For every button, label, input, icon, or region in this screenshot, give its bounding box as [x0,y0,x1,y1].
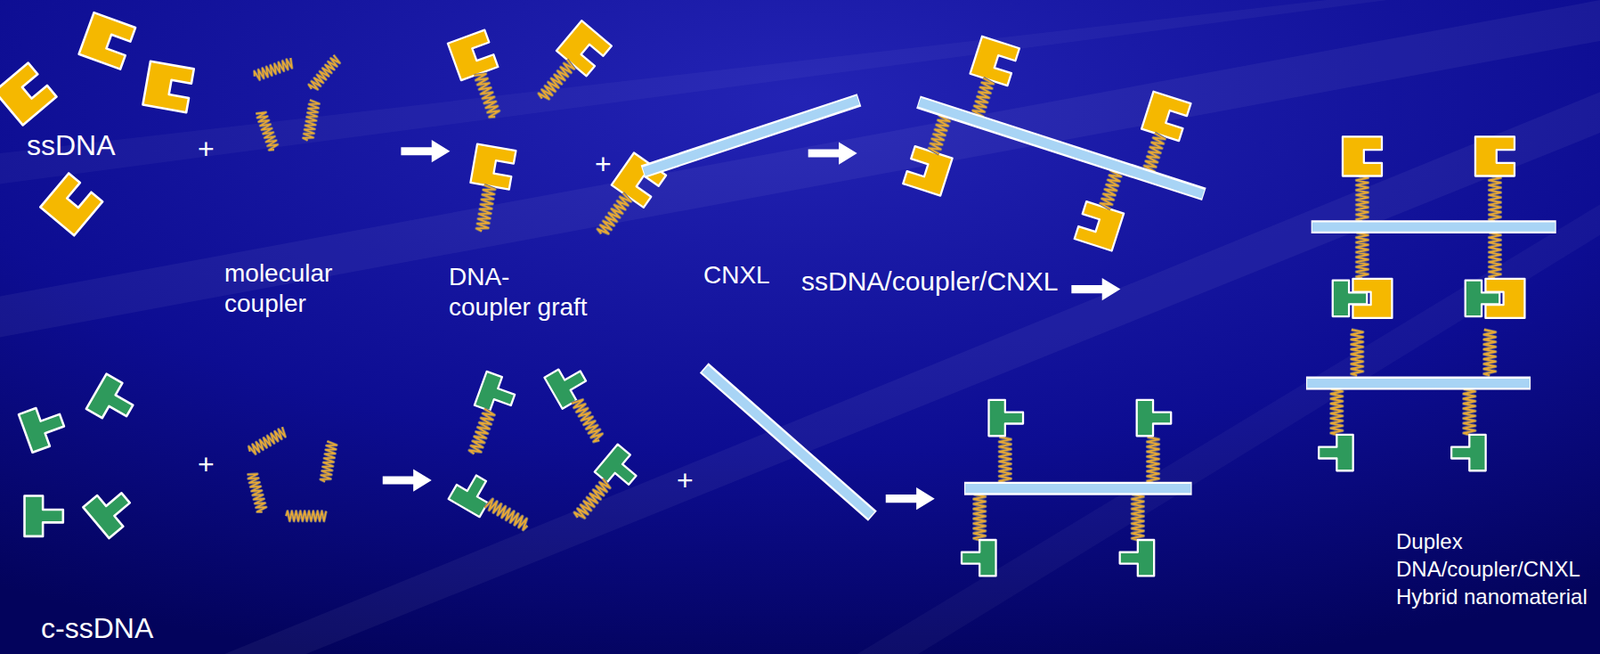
c-ssdna-shape [1332,280,1368,317]
coupler-spring [255,110,279,152]
ssdna-shape [1475,136,1515,176]
cnxl-rod-outline [642,99,860,171]
light-streak [0,0,1389,184]
dna-coupler-graft [527,20,612,111]
dna-coupler-graft [462,144,517,236]
c-ssdna-shape [24,495,64,536]
c-ssdna-shape [1120,539,1155,576]
component-label: molecular coupler [224,258,358,318]
light-streak [224,91,1600,654]
coupler-spring [285,511,326,521]
c-ssdna-shape [18,400,69,453]
cnxl-rod-outline [1306,376,1531,390]
dna-coupler-graft [447,30,514,124]
coupler-spring [998,436,1011,482]
plus-sign: + [197,131,215,166]
cnxl-rod-outline [704,367,873,516]
reaction-arrow [808,141,858,164]
coupler-spring [1351,329,1364,375]
coupler-spring [1356,232,1369,278]
reaction-arrow [400,139,450,163]
reaction-arrow [1071,277,1121,301]
c-ssdna-shape [989,399,1024,436]
duplex-assembly [1306,136,1557,471]
plus-sign: + [197,446,215,481]
plus-sign: + [676,462,694,497]
c-ssdna-shape [1465,280,1501,317]
dna-coupler-graft [544,360,615,449]
coupler-spring [1489,232,1502,278]
coupler-spring [252,57,294,82]
c-ssdna-shape [1137,399,1172,436]
coupler-spring [974,494,986,540]
ssdna-shape [1342,136,1382,176]
light-streak [0,0,1600,337]
c-ssdna-shape [82,481,139,538]
coupler-spring [1147,436,1160,482]
cnxl-rod [643,99,859,171]
component-label: ssDNA [26,128,116,163]
coupler-spring [1463,389,1476,435]
ssdna-shape [40,172,103,236]
c-ssdna-shape [961,539,997,576]
coupler-spring [320,440,338,482]
component-label: ssDNA/coupler/CNXL [801,265,1058,298]
cnxl-rod [1312,221,1556,231]
dna-coupler-graft [458,371,520,460]
dna-coupler-graft [448,469,537,540]
c-ssdna-shape [1318,434,1354,471]
cnxl-rod-outline [1311,219,1557,234]
component-label: DNA- coupler graft [448,261,593,322]
coupler-spring [1489,175,1502,221]
coupler-spring [308,55,342,93]
c-ssdna-shape [1451,434,1487,471]
coupler-spring [247,471,268,513]
ssdna-shape [79,12,136,70]
component-label: CNXL [703,259,771,291]
coupler-spring [302,99,320,141]
coupler-spring [247,426,288,455]
coupler-spring [1331,389,1343,435]
product-label: Duplex DNA/coupler/CNXL Hybrid nanomater… [1396,527,1594,611]
coupler-spring [1131,494,1144,540]
cnxl-rod [919,102,1204,195]
component-label: c-ssDNA [40,610,154,645]
c-ssdna-shape [86,373,140,429]
reaction-arrow [382,468,432,491]
coupler-spring [1356,175,1369,221]
ssdna-shape [0,63,57,126]
cnxl-rod-outline [917,102,1204,195]
reaction-arrow [885,487,935,510]
coupler-spring [1484,329,1496,375]
cnxl-rod [1307,378,1530,388]
dna-coupler-graft [565,444,644,529]
plus-sign: + [594,146,612,181]
cnxl-rod-outline [964,481,1193,496]
ssdna-shape [142,61,194,113]
cnxl-rod [965,483,1191,493]
cnxl-rod [705,368,872,515]
